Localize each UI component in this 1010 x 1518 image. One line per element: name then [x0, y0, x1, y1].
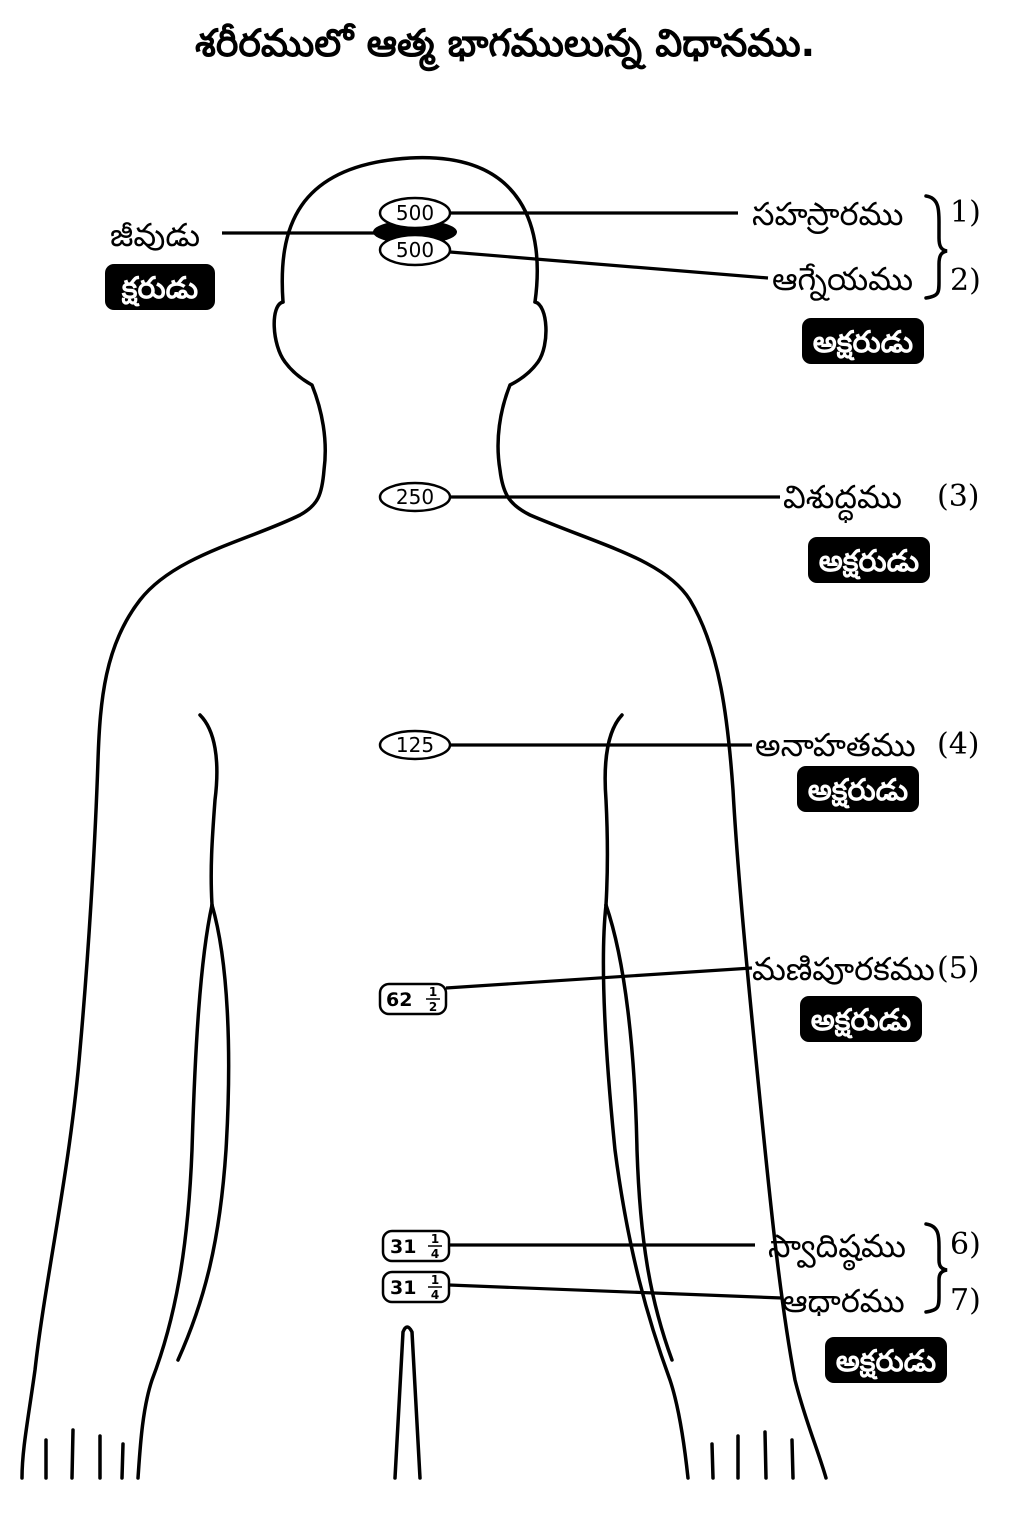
visuddham-number: (3) — [937, 479, 980, 514]
node-value-denominator: 4 — [431, 1288, 439, 1302]
node-value: 500 — [396, 201, 434, 225]
right-ear-neck-shoulder-arm — [496, 300, 828, 1480]
node-sahasraram: 500 — [378, 196, 452, 230]
manipurakam-number: (5) — [937, 951, 980, 986]
aksharudu-badge-4 — [800, 996, 922, 1042]
node-visuddham: 250 — [378, 481, 452, 513]
jivudu-label: జీవుడు — [110, 216, 200, 254]
node-value-numerator: 1 — [431, 1232, 439, 1246]
aksharudu-badge-text: అక్షరుడు — [813, 325, 913, 361]
leader-adharam — [448, 1283, 783, 1300]
aksharudu-badge-5 — [825, 1337, 947, 1383]
anahatam-label: అనాహతము — [755, 726, 916, 764]
left-forearm-outer — [136, 903, 214, 1480]
aksharudu-badge-text: అక్షరుడు — [811, 1003, 911, 1039]
node-agneyam: 500 — [378, 233, 452, 267]
node-value-whole: 62 — [386, 989, 412, 1011]
left-hand-fingers — [44, 1428, 125, 1480]
agneyam-label: ఆగ్నేయము — [772, 260, 913, 301]
left-label-group: జీవుడు క్షరుడు — [105, 216, 215, 310]
aksharudu-badge-text: అక్షరుడు — [819, 544, 919, 580]
page-title: శరీరములో ఆత్మ భాగములున్న విధానము. — [195, 21, 815, 72]
aksharudu-badge-2 — [808, 537, 930, 583]
swadhishtham-number: 6) — [950, 1227, 981, 1262]
aksharudu-badge-text: అక్షరుడు — [836, 1344, 936, 1380]
right-inner-upper-arm — [603, 713, 624, 907]
brace-6-7 — [924, 1222, 948, 1314]
right-hand-fingers — [710, 1430, 795, 1480]
sahasraram-label: సహస్రారము — [752, 195, 903, 235]
node-value-denominator: 4 — [431, 1247, 439, 1261]
adharam-number: 7) — [950, 1283, 981, 1318]
crotch-line — [393, 1325, 422, 1480]
right-forearm-inner — [604, 903, 674, 1362]
leader-manipurakam — [445, 966, 753, 990]
node-value: 250 — [396, 485, 434, 509]
ksharudu-badge-text: క్షరుడు — [121, 271, 198, 307]
right-forearm-outer — [601, 903, 690, 1480]
left-forearm-inner — [176, 903, 231, 1362]
node-value: 500 — [396, 238, 434, 262]
node-value-whole: 31 — [390, 1277, 416, 1299]
aksharudu-badge-1 — [802, 318, 924, 364]
ksharudu-badge — [105, 264, 215, 310]
head-outline — [280, 156, 539, 304]
chakra-nodes: 500 500 250 125 62 1 2 31 1 4 — [373, 196, 457, 1304]
anahatam-number: (4) — [937, 727, 980, 762]
node-value: 125 — [396, 733, 434, 757]
left-ear-neck-shoulder-arm — [20, 300, 327, 1480]
leader-lines — [222, 211, 783, 1300]
node-manipurakam: 62 1 2 — [378, 982, 448, 1016]
brace-1-2 — [924, 194, 948, 300]
aksharudu-badge-3 — [797, 766, 919, 812]
node-value-whole: 31 — [390, 1236, 416, 1258]
node-value-numerator: 1 — [431, 1273, 439, 1287]
adharam-label: ఆధారము — [782, 1282, 905, 1320]
right-labels: సహస్రారము 1) ఆగ్నేయము 2) అక్షరుడు విశుద్… — [752, 194, 981, 1383]
visuddham-label: విశుద్ధము — [783, 478, 902, 523]
left-inner-upper-arm — [198, 713, 219, 907]
sahasraram-number: 1) — [950, 195, 981, 230]
leader-agneyam — [449, 250, 769, 280]
body-outline — [20, 156, 828, 1480]
node-adharam: 31 1 4 — [381, 1270, 451, 1304]
swadhishtham-label: స్వాదిష్ఠము — [768, 1227, 906, 1271]
node-swadhishtham: 31 1 4 — [381, 1229, 451, 1263]
node-anahatam: 125 — [378, 729, 452, 761]
node-value-denominator: 2 — [429, 1000, 437, 1014]
aksharudu-badge-text: అక్షరుడు — [808, 773, 908, 809]
agneyam-number: 2) — [950, 263, 981, 298]
manipurakam-label: మణిపూరకము — [752, 950, 935, 988]
node-value-numerator: 1 — [429, 985, 437, 999]
